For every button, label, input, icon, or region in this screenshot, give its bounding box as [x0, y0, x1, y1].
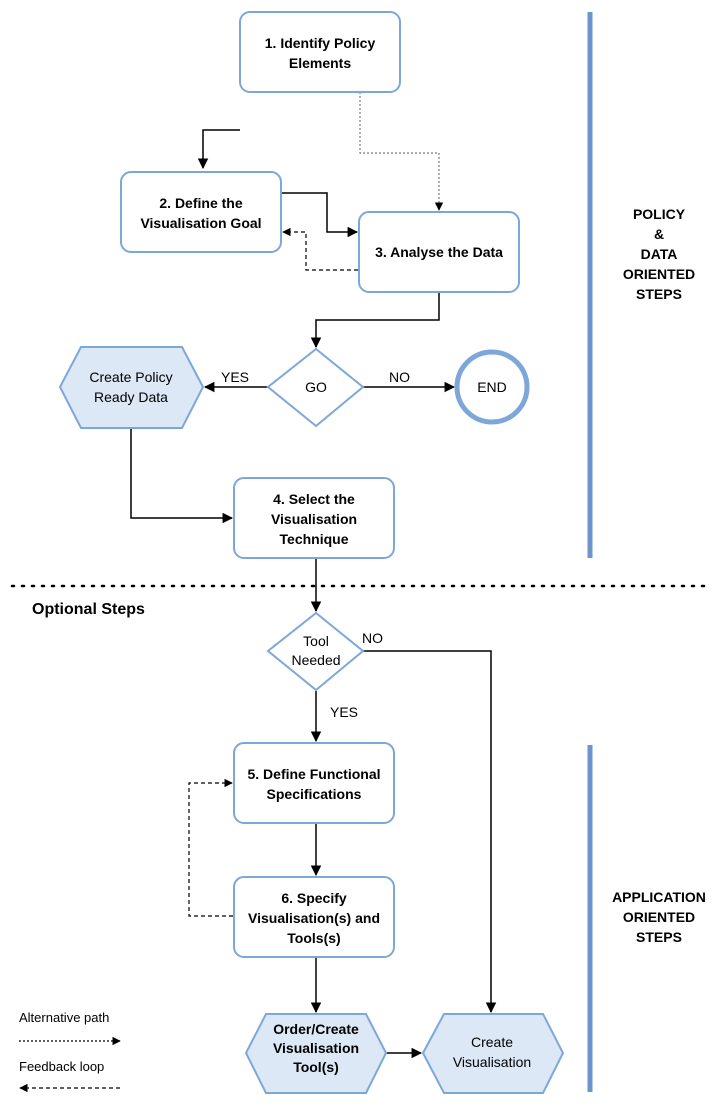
side-label-line: STEPS [636, 286, 682, 302]
tool-needed-yes-label: YES [330, 704, 358, 720]
node-text-line: 6. Specify [281, 890, 347, 906]
side-label-line: DATA [641, 246, 678, 262]
node-text-line: 5. Define Functional [247, 766, 380, 782]
edge-step1-to-step2 [197, 129, 240, 170]
edge-policy-ready-to-step4 [130, 428, 234, 524]
edge-step3-to-step2-feedback [282, 227, 358, 271]
go-no-label: NO [389, 369, 410, 385]
node-text-line: Create [471, 1034, 513, 1050]
policy-data-side-label: POLICY & DATA ORIENTED STEPS [623, 206, 695, 302]
node-text-line: Visualisation(s) and [248, 910, 380, 926]
node-text-line: Tool(s) [293, 1059, 339, 1075]
edge-step3-to-go [310, 292, 440, 349]
node-text-line: Visualisation [271, 511, 357, 527]
node-text-line: Create Policy [89, 369, 172, 385]
edge-step1-to-step3-alternative [359, 92, 444, 211]
side-label-line: STEPS [636, 929, 682, 945]
legend: Alternative path Feedback loop [19, 1010, 121, 1093]
node-text-line: Tool [303, 633, 329, 649]
tool-needed-no-label: NO [362, 630, 383, 646]
node-create-visualisation: Create Visualisation [421, 1013, 565, 1094]
node-text-line: GO [305, 379, 327, 395]
node-step5-define-functional-specifications: 5. Define Functional Specifications [233, 742, 395, 824]
optional-steps-label: Optional Steps [32, 601, 145, 618]
node-step2-define-visualisation-goal: 2. Define the Visualisation Goal [120, 171, 282, 253]
node-text-line: Ready Data [94, 389, 168, 405]
node-text-line: Technique [280, 531, 349, 547]
node-end: END [454, 349, 530, 425]
legend-feedback-loop-label: Feedback loop [19, 1059, 104, 1074]
edge-tool-needed-no [363, 650, 497, 1014]
node-text-line: Order/Create [273, 1021, 359, 1037]
node-text-line: Visualisation [453, 1054, 531, 1070]
node-step3-analyse-the-data: 3. Analyse the Data [358, 211, 520, 293]
edge-step2-to-step3 [281, 192, 359, 238]
node-text-line: Visualisation Goal [140, 215, 261, 231]
node-text-line: 1. Identify Policy [265, 35, 376, 51]
application-side-label: APPLICATION ORIENTED STEPS [612, 889, 706, 945]
side-label-line: ORIENTED [623, 266, 695, 282]
node-text-line: Elements [289, 55, 351, 71]
node-step4-select-visualisation-technique: 4. Select the Visualisation Technique [233, 477, 395, 559]
node-tool-needed-decision: Tool Needed [266, 611, 365, 692]
node-text-line: 2. Define the [159, 195, 242, 211]
node-text-line: Tools(s) [287, 930, 340, 946]
node-text-line: END [477, 379, 507, 395]
edge-step6-to-step5-feedback [188, 778, 233, 917]
node-create-policy-ready-data: Create Policy Ready Data [58, 346, 205, 429]
node-step6-specify-visualisations-and-tools: 6. Specify Visualisation(s) and Tools(s) [233, 876, 395, 958]
node-step1-identify-policy-elements: 1. Identify Policy Elements [239, 11, 401, 93]
node-text-line: 4. Select the [273, 491, 355, 507]
node-text-line: Specifications [267, 786, 362, 802]
node-text-line: Needed [291, 652, 340, 668]
go-yes-label: YES [221, 369, 249, 385]
side-label-line: & [654, 226, 664, 242]
node-text-line: 3. Analyse the Data [375, 244, 503, 260]
node-text-line: Visualisation [273, 1040, 359, 1056]
node-go-decision: GO [266, 347, 365, 428]
legend-alternative-path-label: Alternative path [19, 1010, 109, 1025]
side-label-line: APPLICATION [612, 889, 706, 905]
side-label-line: POLICY [633, 206, 686, 222]
side-label-line: ORIENTED [623, 909, 695, 925]
node-order-create-visualisation-tools: Order/Create Visualisation Tool(s) [244, 1013, 388, 1094]
